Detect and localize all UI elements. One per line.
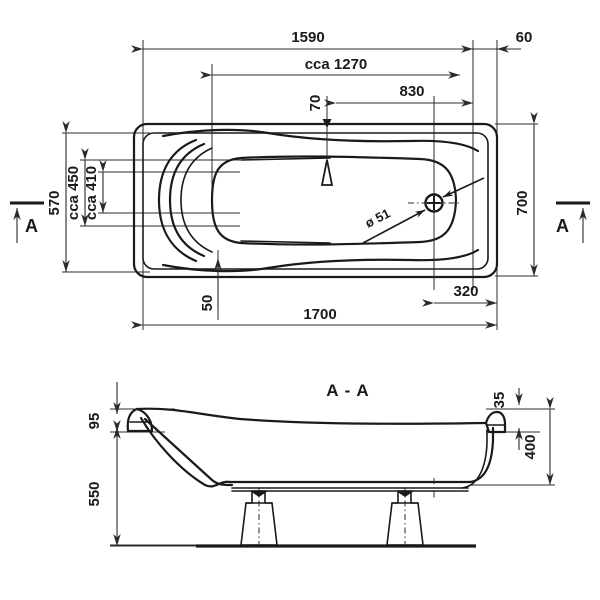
dim-320-label: 320 [453,283,478,300]
dim-570: 570 [46,121,70,272]
overflow-marker [320,103,334,186]
section-title: A - A [326,381,369,400]
dim-400-label: 400 [522,434,539,459]
plan-view-group: ø 51 1590 60 cca 1270 [10,29,590,330]
dim-50-label: 50 [199,295,216,312]
dim-570-label: 570 [46,190,63,215]
dim-cca-410: cca 410 [83,160,107,220]
dim-700: 700 [514,112,538,276]
dim-1700: 1700 [131,306,497,329]
dim-830-label: 830 [399,83,424,100]
section-view-group: A - A [86,381,555,548]
dim-cca-450-label: cca 450 [65,166,82,220]
dim-35-label: 35 [491,392,508,409]
dim-550-label: 550 [86,481,103,506]
dim-700-label: 700 [514,190,531,215]
section-mark-left: A [10,201,44,243]
dim-70-label: 70 [307,95,324,112]
dim-1590: 1590 [131,29,473,53]
dim-1590-label: 1590 [291,29,324,46]
dim-cca-1270: cca 1270 [200,56,460,79]
support-leg-left [240,487,278,548]
dim-cca-1270-label: cca 1270 [305,56,368,73]
dim-50: 50 [199,258,222,312]
dim-cca-450: cca 450 [65,148,89,226]
bathtub-section-outline [126,407,507,489]
dim-95-label: 95 [86,413,103,430]
drain-diameter-leader [362,177,485,244]
dim-35: 35 [491,388,523,450]
dim-60: 60 [473,29,533,53]
section-mark-right-label: A [556,216,569,236]
dim-550: 550 [86,420,121,546]
dim-95: 95 [86,382,121,439]
dim-cca-410-label: cca 410 [83,166,100,220]
drain-diameter-label: ø 51 [363,205,393,230]
section-mark-right: A [556,201,590,243]
dim-400: 400 [522,397,554,485]
dim-1700-label: 1700 [303,306,336,323]
dim-830: 830 [324,83,473,107]
section-mark-left-label: A [25,216,38,236]
drain-assembly [408,178,460,290]
bathtub-plan-outline [132,122,499,279]
dim-60-label: 60 [516,29,533,46]
dim-320: 320 [422,283,497,307]
support-leg-right [386,487,424,548]
